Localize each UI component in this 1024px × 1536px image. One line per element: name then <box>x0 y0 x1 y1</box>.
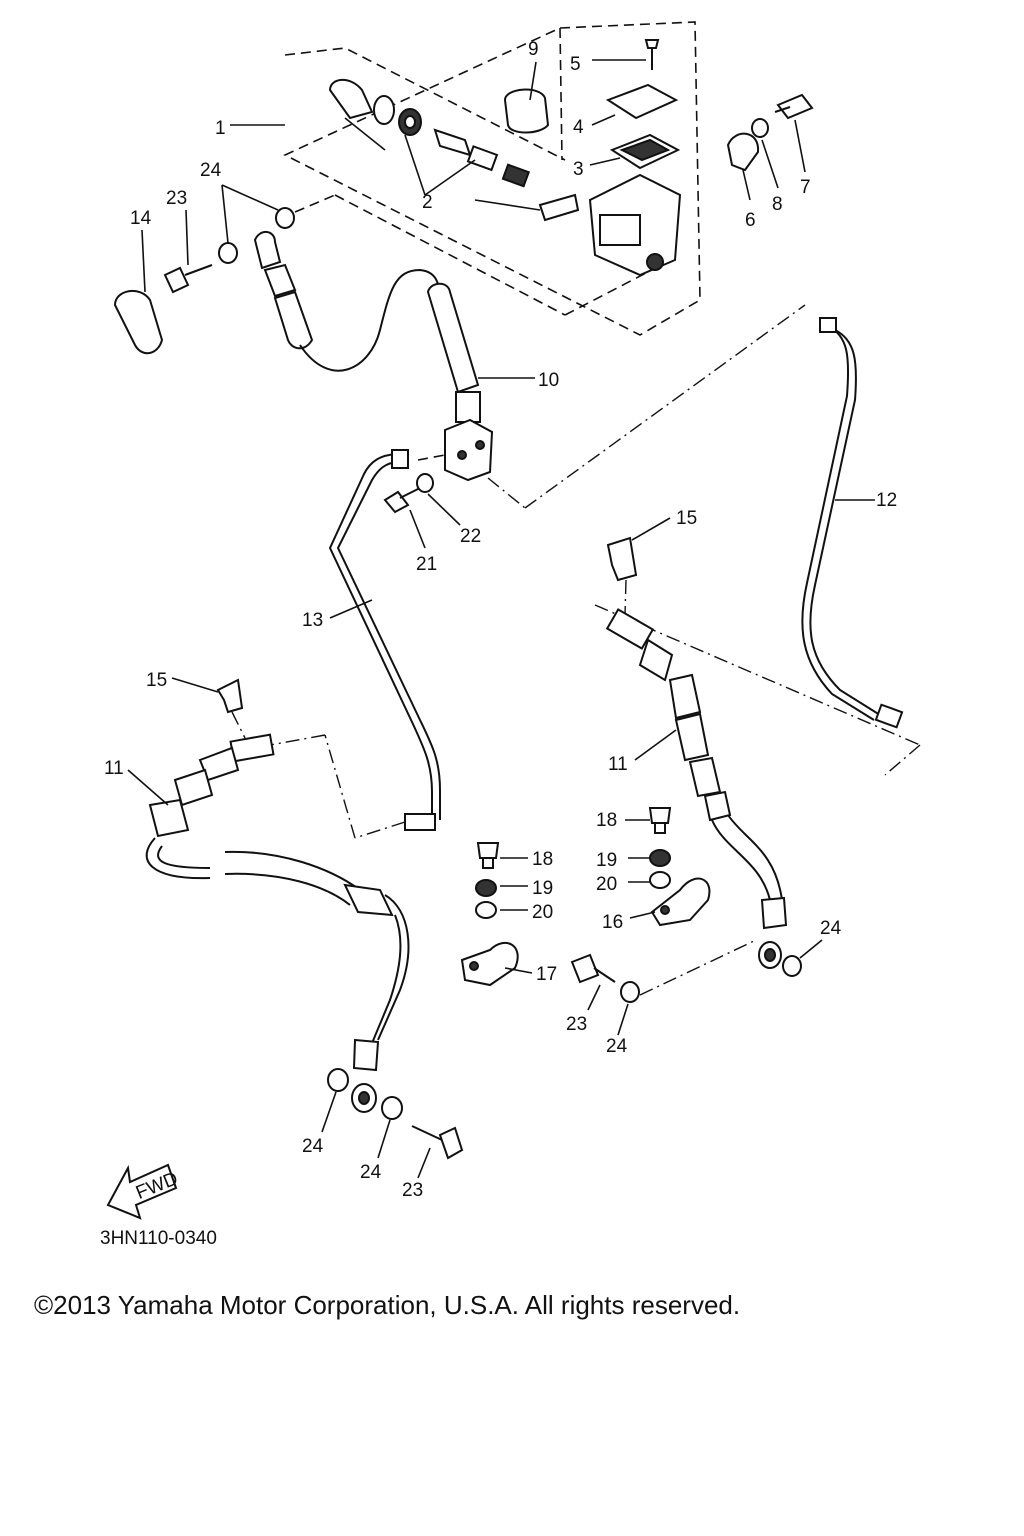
callout-17: 17 <box>536 964 557 985</box>
three-way-joint <box>444 418 494 482</box>
callout-22: 22 <box>460 526 481 547</box>
callout-23-upper: 23 <box>166 188 187 209</box>
callout-12: 12 <box>876 490 897 511</box>
joint-bolt-part-21 <box>383 487 421 514</box>
washer-part-20-center <box>475 901 497 919</box>
washer-lower-right-a <box>620 981 640 1003</box>
brake-pipe-part-12 <box>801 317 904 729</box>
washer-upper-left <box>218 242 238 264</box>
banjo-bolt-upper <box>163 264 213 294</box>
lever-bracket <box>726 132 760 172</box>
callout-20-right: 20 <box>596 874 617 895</box>
piston-kit <box>328 78 580 222</box>
washer-part-8 <box>751 118 769 138</box>
callout-9: 9 <box>528 39 539 60</box>
brake-pipe-part-13 <box>328 449 441 831</box>
callout-2: 2 <box>422 192 433 213</box>
callout-24-upper: 24 <box>200 160 222 181</box>
joint-washer-part-22 <box>416 473 434 493</box>
callout-11-left: 11 <box>104 758 124 779</box>
callout-24-lower-b: 24 <box>360 1162 382 1183</box>
reservoir-cap <box>605 83 679 120</box>
callout-5: 5 <box>570 54 581 75</box>
forward-direction-arrow: FWD <box>106 1163 181 1220</box>
callout-24-lower-a: 24 <box>302 1136 324 1157</box>
hose-bracket-part-17 <box>460 941 519 987</box>
hose-bracket-part-16 <box>650 877 711 927</box>
callout-16: 16 <box>602 912 623 933</box>
callout-1: 1 <box>215 118 226 139</box>
callout-13: 13 <box>302 610 323 631</box>
bolt-part-18-right <box>648 807 672 834</box>
callout-21: 21 <box>416 554 437 575</box>
bolt-part-7 <box>774 93 814 120</box>
master-cylinder-body <box>588 173 682 277</box>
callout-24-right-a: 24 <box>606 1036 628 1057</box>
brake-hose-left-part-11 <box>145 733 410 1113</box>
callout-10: 10 <box>538 370 559 391</box>
callout-7: 7 <box>800 177 811 198</box>
washer-lower-left-b <box>381 1096 403 1120</box>
callout-18-center: 18 <box>532 849 553 870</box>
callout-24-right-b: 24 <box>820 918 842 939</box>
reservoir-diaphragm <box>609 133 681 170</box>
hose-clip-left <box>216 678 244 714</box>
washer-lower-right-b <box>782 955 802 977</box>
banjo-bolt-cover-part-14 <box>113 290 164 355</box>
copyright-notice: ©2013 Yamaha Motor Corporation, U.S.A. A… <box>34 1290 741 1320</box>
callout-3: 3 <box>573 159 584 180</box>
drawing-code: 3HN110-0340 <box>100 1228 217 1249</box>
washer-part-19-center <box>475 879 497 897</box>
callout-19-right: 19 <box>596 850 617 871</box>
bolt-part-18-center <box>476 842 500 869</box>
cap-screw <box>644 39 660 70</box>
callout-19-center: 19 <box>532 878 553 899</box>
callout-4: 4 <box>573 117 584 138</box>
washer-lower-left-a <box>327 1068 349 1092</box>
callout-8: 8 <box>772 194 783 215</box>
washer-part-20-right <box>649 871 671 889</box>
upper-brake-hose <box>253 231 440 372</box>
master-cylinder-assembly-boundary <box>283 21 701 336</box>
banjo-bolt-lower-right <box>570 953 616 984</box>
washer-upper-right <box>275 207 295 229</box>
sleeve-part-9 <box>503 88 550 134</box>
callout-6: 6 <box>745 210 756 231</box>
callout-14: 14 <box>130 208 152 229</box>
callout-20-center: 20 <box>532 902 553 923</box>
brake-parts-diagram: FWD 3HN110-0340 1 2 3 4 5 6 7 8 9 10 11 … <box>100 21 921 1249</box>
callout-23-lower: 23 <box>402 1180 423 1201</box>
callout-18-right: 18 <box>596 810 617 831</box>
callout-15-left: 15 <box>146 670 167 691</box>
washer-part-19-right <box>649 849 671 867</box>
hose-clip-right <box>606 536 638 582</box>
callout-23-right: 23 <box>566 1014 587 1035</box>
banjo-bolt-lower-left <box>411 1125 464 1160</box>
brake-hose-right-part-11 <box>605 608 788 969</box>
brake-hose-part-10 <box>426 282 481 423</box>
callout-11-right: 11 <box>608 754 628 775</box>
callout-15-right: 15 <box>676 508 697 529</box>
